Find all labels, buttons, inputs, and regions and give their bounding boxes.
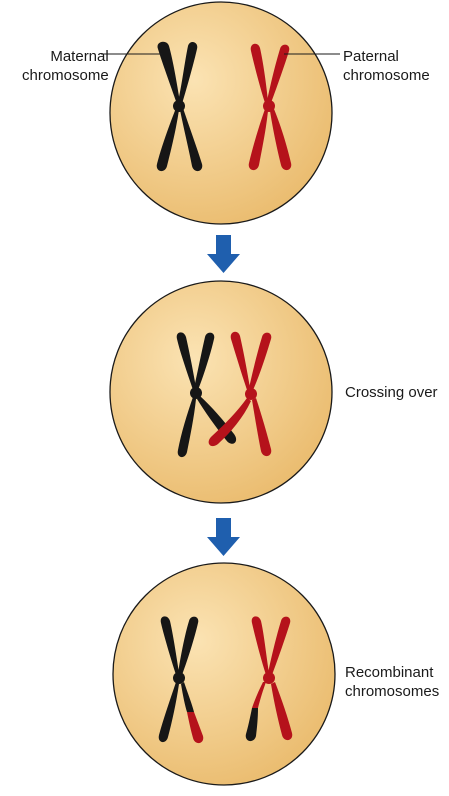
recombinant-chromosomes-label: Recombinant chromosomes xyxy=(345,663,439,701)
red-tip-segment xyxy=(187,712,204,744)
down-arrow-icon xyxy=(207,518,240,556)
maternal-label-line-2: chromosome xyxy=(22,67,109,84)
recombinant-chromosome-maternal xyxy=(158,616,204,744)
down-arrow-icon xyxy=(207,235,240,273)
maternal-chromosome-label: Maternal chromosome xyxy=(22,47,109,85)
cell-2 xyxy=(109,280,333,504)
paternal-label-line-1: Paternal xyxy=(343,48,399,65)
cell-3-recombinant xyxy=(112,562,336,786)
paternal-chromosome-crossing xyxy=(208,331,272,457)
crossing-over-text: Crossing over xyxy=(345,384,438,401)
maternal-label-line-1: Maternal xyxy=(50,48,109,65)
cell-1-homologous-pair xyxy=(101,1,340,225)
paternal-chromosome xyxy=(248,43,292,171)
recombinant-label-line-2: chromosomes xyxy=(345,683,440,700)
paternal-label-line-2: chromosome xyxy=(343,67,430,84)
black-tip-segment xyxy=(245,708,258,742)
cell-2-crossing-over xyxy=(109,280,333,504)
paternal-chromosome-label: Paternal chromosome xyxy=(343,47,430,85)
crossing-over-label: Crossing over xyxy=(345,383,438,402)
cell-1 xyxy=(109,1,333,225)
recombinant-chromosome-paternal xyxy=(245,616,293,742)
cell-3 xyxy=(112,562,336,786)
recombinant-label-line-1: Recombinant xyxy=(345,664,434,681)
maternal-chromosome xyxy=(156,41,203,172)
